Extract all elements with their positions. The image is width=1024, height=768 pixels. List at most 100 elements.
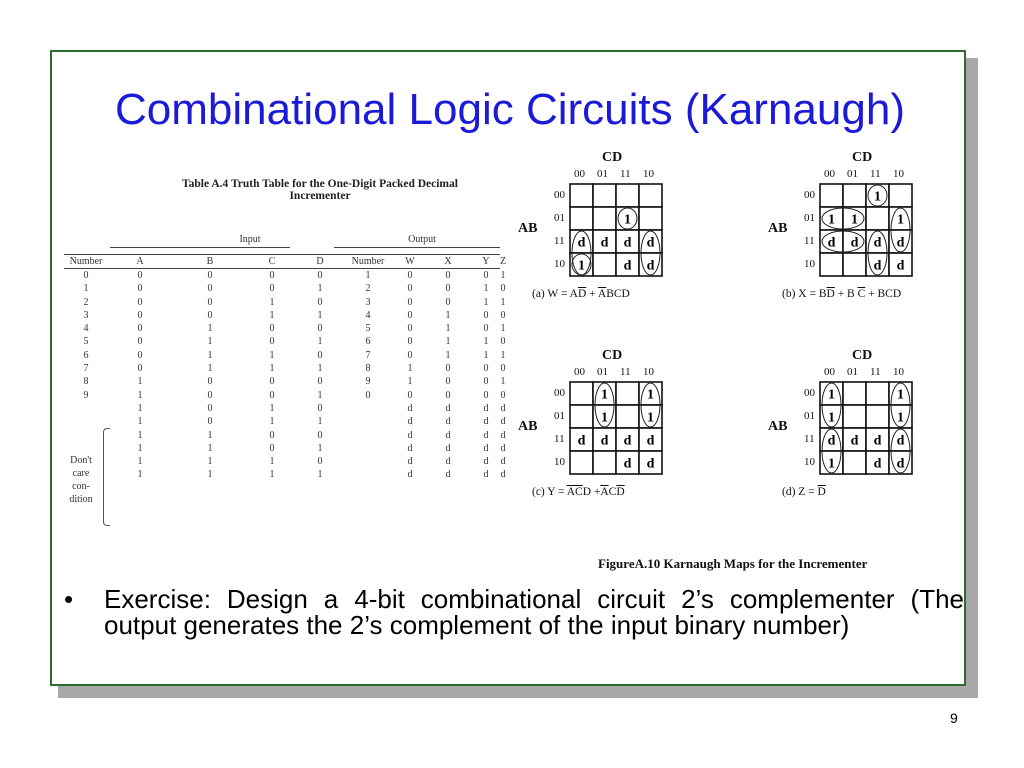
dont-care-line: Don't xyxy=(70,455,92,466)
kmap-cell-value: 1 xyxy=(828,457,835,472)
equation-term: D xyxy=(817,486,826,498)
table-cell: 1 xyxy=(407,376,413,388)
kmap-loop xyxy=(890,382,911,428)
column-label: 00 xyxy=(824,366,835,378)
kmap-cell xyxy=(615,381,640,406)
column-label: 00 xyxy=(574,168,585,180)
equation-term: BCD xyxy=(606,288,630,300)
kmap-cell xyxy=(569,206,594,231)
kmap-cell-value: d xyxy=(828,236,836,251)
column-label: 10 xyxy=(893,168,904,180)
table-cell: 0 xyxy=(483,270,489,281)
row-label: 11 xyxy=(804,433,815,445)
table-cell: 1 xyxy=(483,283,489,295)
table-cell: 1 xyxy=(269,363,275,375)
kmap-cell-value: d xyxy=(624,434,632,449)
kmap-cell xyxy=(842,252,867,277)
cd-label: CD xyxy=(852,150,873,165)
equation-term: D xyxy=(577,288,587,300)
kmap-cell xyxy=(819,252,844,277)
table-cell: 0 xyxy=(500,363,506,375)
column-header: X xyxy=(444,256,452,267)
kmap-cell-value: 1 xyxy=(897,388,904,403)
kmap-loop xyxy=(867,230,888,276)
table-cell: 1 xyxy=(317,363,323,375)
kmap-equation: (c) Y = ACD +ACD xyxy=(532,486,625,498)
kmap-cell xyxy=(638,183,663,208)
table-cell: 1 xyxy=(137,402,143,414)
table-cell: d xyxy=(500,442,506,454)
table-cell: 6 xyxy=(365,336,371,348)
table-cell: d xyxy=(483,402,489,414)
kmap-cell-value: 1 xyxy=(897,411,904,426)
table-cell: 1 xyxy=(445,336,451,348)
kmap-cell xyxy=(842,183,867,208)
table-cell: 1 xyxy=(483,296,489,308)
kmap-cell-value: d xyxy=(874,236,882,251)
row-label: 01 xyxy=(554,212,565,224)
table-cell: 1 xyxy=(269,416,275,428)
table-cell: 1 xyxy=(317,442,323,454)
table-cell: 0 xyxy=(269,389,275,401)
kmap-cell-value: d xyxy=(828,434,836,449)
table-cell: 0 xyxy=(445,376,451,388)
table-cell: 0 xyxy=(445,389,451,401)
table-cell: d xyxy=(483,442,489,454)
table-cell: 0 xyxy=(137,283,143,295)
table-cell: 0 xyxy=(407,349,413,361)
row-label: 10 xyxy=(554,258,565,270)
table-cell: d xyxy=(500,469,506,481)
table-cell: 1 xyxy=(269,309,275,321)
kmap-loop xyxy=(890,428,911,474)
kmap-cell-value: d xyxy=(851,236,859,251)
kmap-cell xyxy=(569,381,594,406)
kmap-cell xyxy=(638,450,663,475)
dont-care-line: dition xyxy=(69,494,93,505)
kmap-cell-value: 1 xyxy=(647,388,654,403)
kmap-cell-value: d xyxy=(874,259,882,274)
table-cell: d xyxy=(445,429,451,441)
table-cell: 1 xyxy=(483,336,489,348)
kmap-cell-value: 1 xyxy=(828,411,835,426)
column-header: C xyxy=(268,256,276,267)
table-cell: 0 xyxy=(317,376,323,388)
kmap-cell-value: 1 xyxy=(624,213,631,228)
table-cell: 1 xyxy=(500,323,506,335)
table-cell: 1 xyxy=(269,456,275,468)
table-cell: 0 xyxy=(137,336,143,348)
kmap-cell xyxy=(638,206,663,231)
ab-label: AB xyxy=(768,220,788,236)
figure-caption: FigureA.10 Karnaugh Maps for the Increme… xyxy=(598,556,868,571)
column-header: Z xyxy=(499,256,507,267)
table-cell: 4 xyxy=(83,323,89,335)
kmap-cell xyxy=(888,252,913,277)
kmap-cell xyxy=(592,252,617,277)
table-cell: 0 xyxy=(483,363,489,375)
equation-term: D xyxy=(826,288,835,300)
slide-title: Combinational Logic Circuits (Karnaugh) xyxy=(115,85,905,134)
table-cell: 6 xyxy=(83,349,89,361)
table-cell: 1 xyxy=(207,456,213,468)
kmap-cell xyxy=(615,404,640,429)
table-cell: 0 xyxy=(207,270,213,281)
kmap-cell-value: d xyxy=(897,457,905,472)
table-cell: d xyxy=(407,442,413,454)
table-cell: 1 xyxy=(137,456,143,468)
kmap-cell-value: d xyxy=(601,434,609,449)
column-header: D xyxy=(316,256,324,267)
table-cell: d xyxy=(483,469,489,481)
table-cell: 0 xyxy=(269,429,275,441)
table-cell: 3 xyxy=(365,296,371,308)
table-cell: 1 xyxy=(137,416,143,428)
page-number: 9 xyxy=(950,710,958,726)
table-cell: 2 xyxy=(83,296,89,308)
column-label: 01 xyxy=(847,168,858,180)
column-label: 01 xyxy=(847,366,858,378)
